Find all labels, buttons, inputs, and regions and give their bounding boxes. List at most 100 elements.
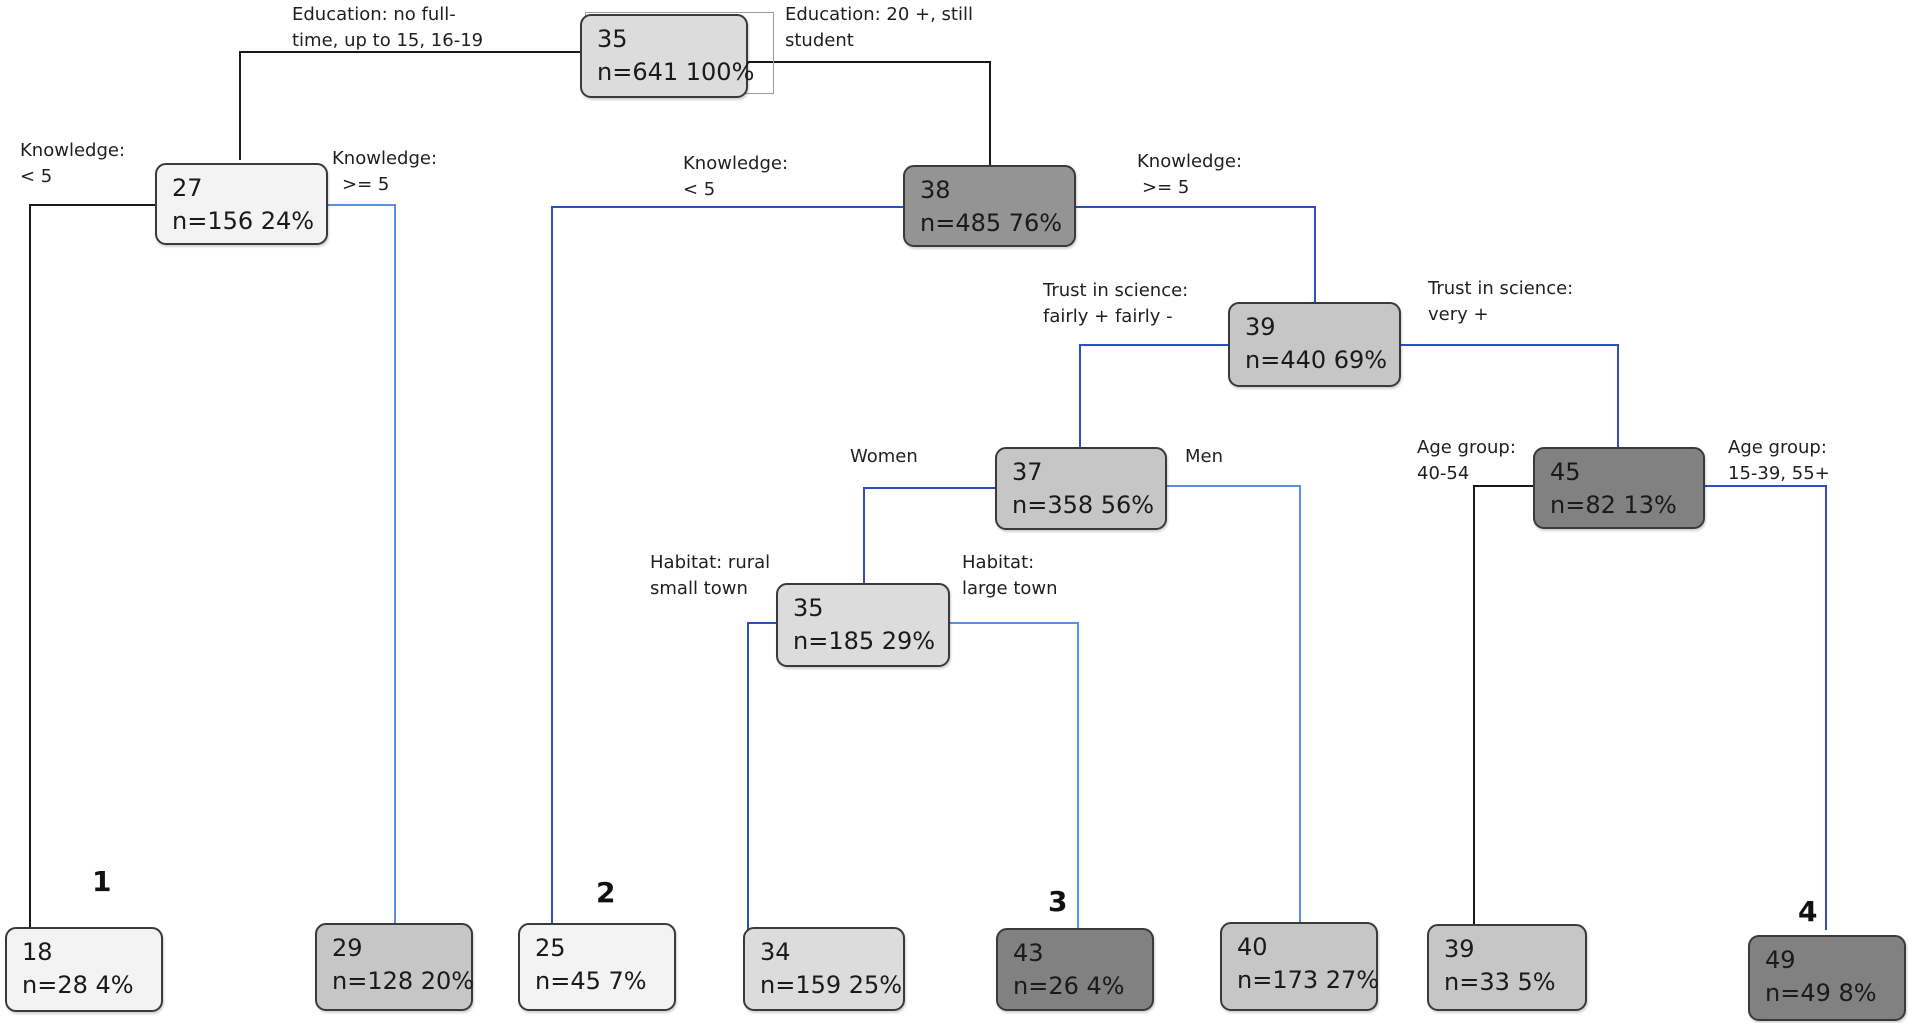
leaf-node-2: 29 n=128 20% — [315, 923, 475, 1011]
split-label-knowledge-right-2: Knowledge: >= 5 — [1137, 149, 1242, 201]
node-n5: 45 n=82 13% — [1533, 447, 1705, 529]
label-line: small town — [650, 578, 748, 599]
split-label-trust-right: Trust in science: very + — [1428, 276, 1573, 328]
node-stats: n=26 4% — [1013, 972, 1125, 1000]
node-value: 37 — [1012, 458, 1043, 486]
label-line: very + — [1428, 304, 1489, 325]
edge-root-to-n2 — [745, 61, 991, 165]
label-line: time, up to 15, 16-19 — [292, 30, 484, 51]
label-line: >= 5 — [342, 174, 390, 195]
node-value: 43 — [1013, 939, 1044, 967]
split-label-age-left: Age group: 40-54 — [1417, 435, 1516, 487]
edge-n5-to-leaf7 — [1473, 485, 1535, 925]
label-line: < 5 — [20, 166, 53, 187]
split-label-men: Men — [1185, 446, 1224, 467]
node-stats: n=45 7% — [535, 967, 647, 995]
node-value: 29 — [332, 934, 363, 962]
leaf-node-1: 18 n=28 4% — [5, 927, 163, 1012]
label-line: 40-54 — [1417, 463, 1470, 484]
label-line: Age group: — [1417, 437, 1516, 458]
group-number-2: 2 — [596, 876, 616, 909]
label-line: Knowledge: — [332, 148, 438, 169]
label-line: large town — [962, 578, 1058, 599]
node-stats: n=82 13% — [1550, 491, 1677, 519]
split-label-education-right: Education: 20 +, still student — [785, 2, 973, 54]
group-number-4: 4 — [1798, 895, 1818, 928]
split-label-education-left: Education: no full- time, up to 15, 16-1… — [292, 2, 483, 54]
label-line: Knowledge: — [1137, 151, 1243, 172]
node-stats: n=128 20% — [332, 967, 475, 995]
edge-root-to-n1 — [239, 51, 580, 160]
split-label-knowledge-right-1: Knowledge: >= 5 — [332, 146, 437, 198]
node-value: 39 — [1444, 935, 1475, 963]
edge-n4-to-n6 — [863, 487, 998, 583]
edge-n2-to-n3 — [1075, 206, 1316, 302]
edge-n5-to-leaf8 — [1703, 485, 1827, 930]
label-line: Knowledge: — [683, 153, 789, 174]
split-label-trust-left: Trust in science: fairly + fairly - — [1043, 278, 1188, 330]
node-value: 39 — [1245, 313, 1276, 341]
leaf-node-6: 40 n=173 27% — [1220, 922, 1380, 1011]
leaf-node-4: 34 n=159 25% — [743, 927, 905, 1011]
label-line: >= 5 — [1142, 177, 1190, 198]
edge-n6-to-leaf4 — [747, 622, 778, 930]
group-number-3: 3 — [1048, 885, 1068, 918]
node-value: 27 — [172, 174, 203, 202]
node-stats: n=358 56% — [1012, 491, 1155, 519]
split-label-habitat-right: Habitat: large town — [962, 550, 1058, 602]
node-value: 25 — [535, 934, 566, 962]
edge-n2-to-leaf3 — [551, 206, 905, 925]
node-value: 18 — [22, 938, 53, 966]
node-stats: n=33 5% — [1444, 968, 1556, 996]
node-stats: n=159 25% — [760, 971, 903, 999]
node-n6: 35 n=185 29% — [776, 583, 950, 667]
node-value: 49 — [1765, 946, 1796, 974]
label-line: Trust in science: — [1043, 280, 1189, 301]
split-label-women: Women — [850, 446, 918, 467]
node-stats: n=440 69% — [1245, 346, 1388, 374]
label-line: < 5 — [683, 179, 716, 200]
edge-n1-to-leaf1 — [29, 204, 158, 930]
node-n2: 38 n=485 76% — [903, 165, 1076, 247]
label-line: Trust in science: — [1428, 278, 1574, 299]
node-n4: 37 n=358 56% — [995, 447, 1167, 530]
label-line: Knowledge: — [20, 140, 126, 161]
node-n3: 39 n=440 69% — [1228, 302, 1401, 387]
edge-n3-to-n4 — [1079, 344, 1230, 448]
label-line: Education: 20 +, still — [785, 4, 973, 25]
node-value: 35 — [597, 25, 628, 53]
label-line: 15-39, 55+ — [1728, 463, 1830, 484]
label-line: fairly + fairly - — [1043, 306, 1173, 327]
group-number-1: 1 — [92, 865, 112, 898]
split-label-knowledge-left-1: Knowledge: < 5 — [20, 138, 125, 190]
split-label-habitat-left: Habitat: rural small town — [650, 550, 770, 602]
node-stats: n=28 4% — [22, 971, 134, 999]
edge-n3-to-n5 — [1400, 344, 1619, 448]
node-value: 35 — [793, 594, 824, 622]
edge-n6-to-leaf5 — [950, 622, 1079, 930]
split-label-knowledge-left-2: Knowledge: < 5 — [683, 151, 788, 203]
node-stats: n=641 100% — [597, 58, 755, 86]
leaf-node-5: 43 n=26 4% — [996, 928, 1154, 1011]
node-value: 40 — [1237, 933, 1268, 961]
split-label-age-right: Age group: 15-39, 55+ — [1728, 435, 1830, 487]
edge-n4-to-leaf6 — [1165, 485, 1301, 925]
leaf-node-7: 39 n=33 5% — [1427, 924, 1587, 1011]
node-stats: n=185 29% — [793, 627, 936, 655]
root-node: 35 n=641 100% — [580, 14, 755, 98]
label-line: Age group: — [1728, 437, 1827, 458]
node-stats: n=156 24% — [172, 207, 315, 235]
label-line: Habitat: rural — [650, 552, 771, 573]
node-value: 45 — [1550, 458, 1581, 486]
leaf-node-3: 25 n=45 7% — [518, 923, 676, 1011]
label-line: Habitat: — [962, 552, 1035, 573]
node-value: 38 — [920, 176, 951, 204]
edge-n1-to-leaf2 — [325, 204, 396, 925]
label-line: student — [785, 30, 854, 51]
node-stats: n=485 76% — [920, 209, 1063, 237]
node-stats: n=49 8% — [1765, 979, 1877, 1007]
node-value: 34 — [760, 938, 791, 966]
label-line: Education: no full- — [292, 4, 456, 25]
node-stats: n=173 27% — [1237, 966, 1380, 994]
